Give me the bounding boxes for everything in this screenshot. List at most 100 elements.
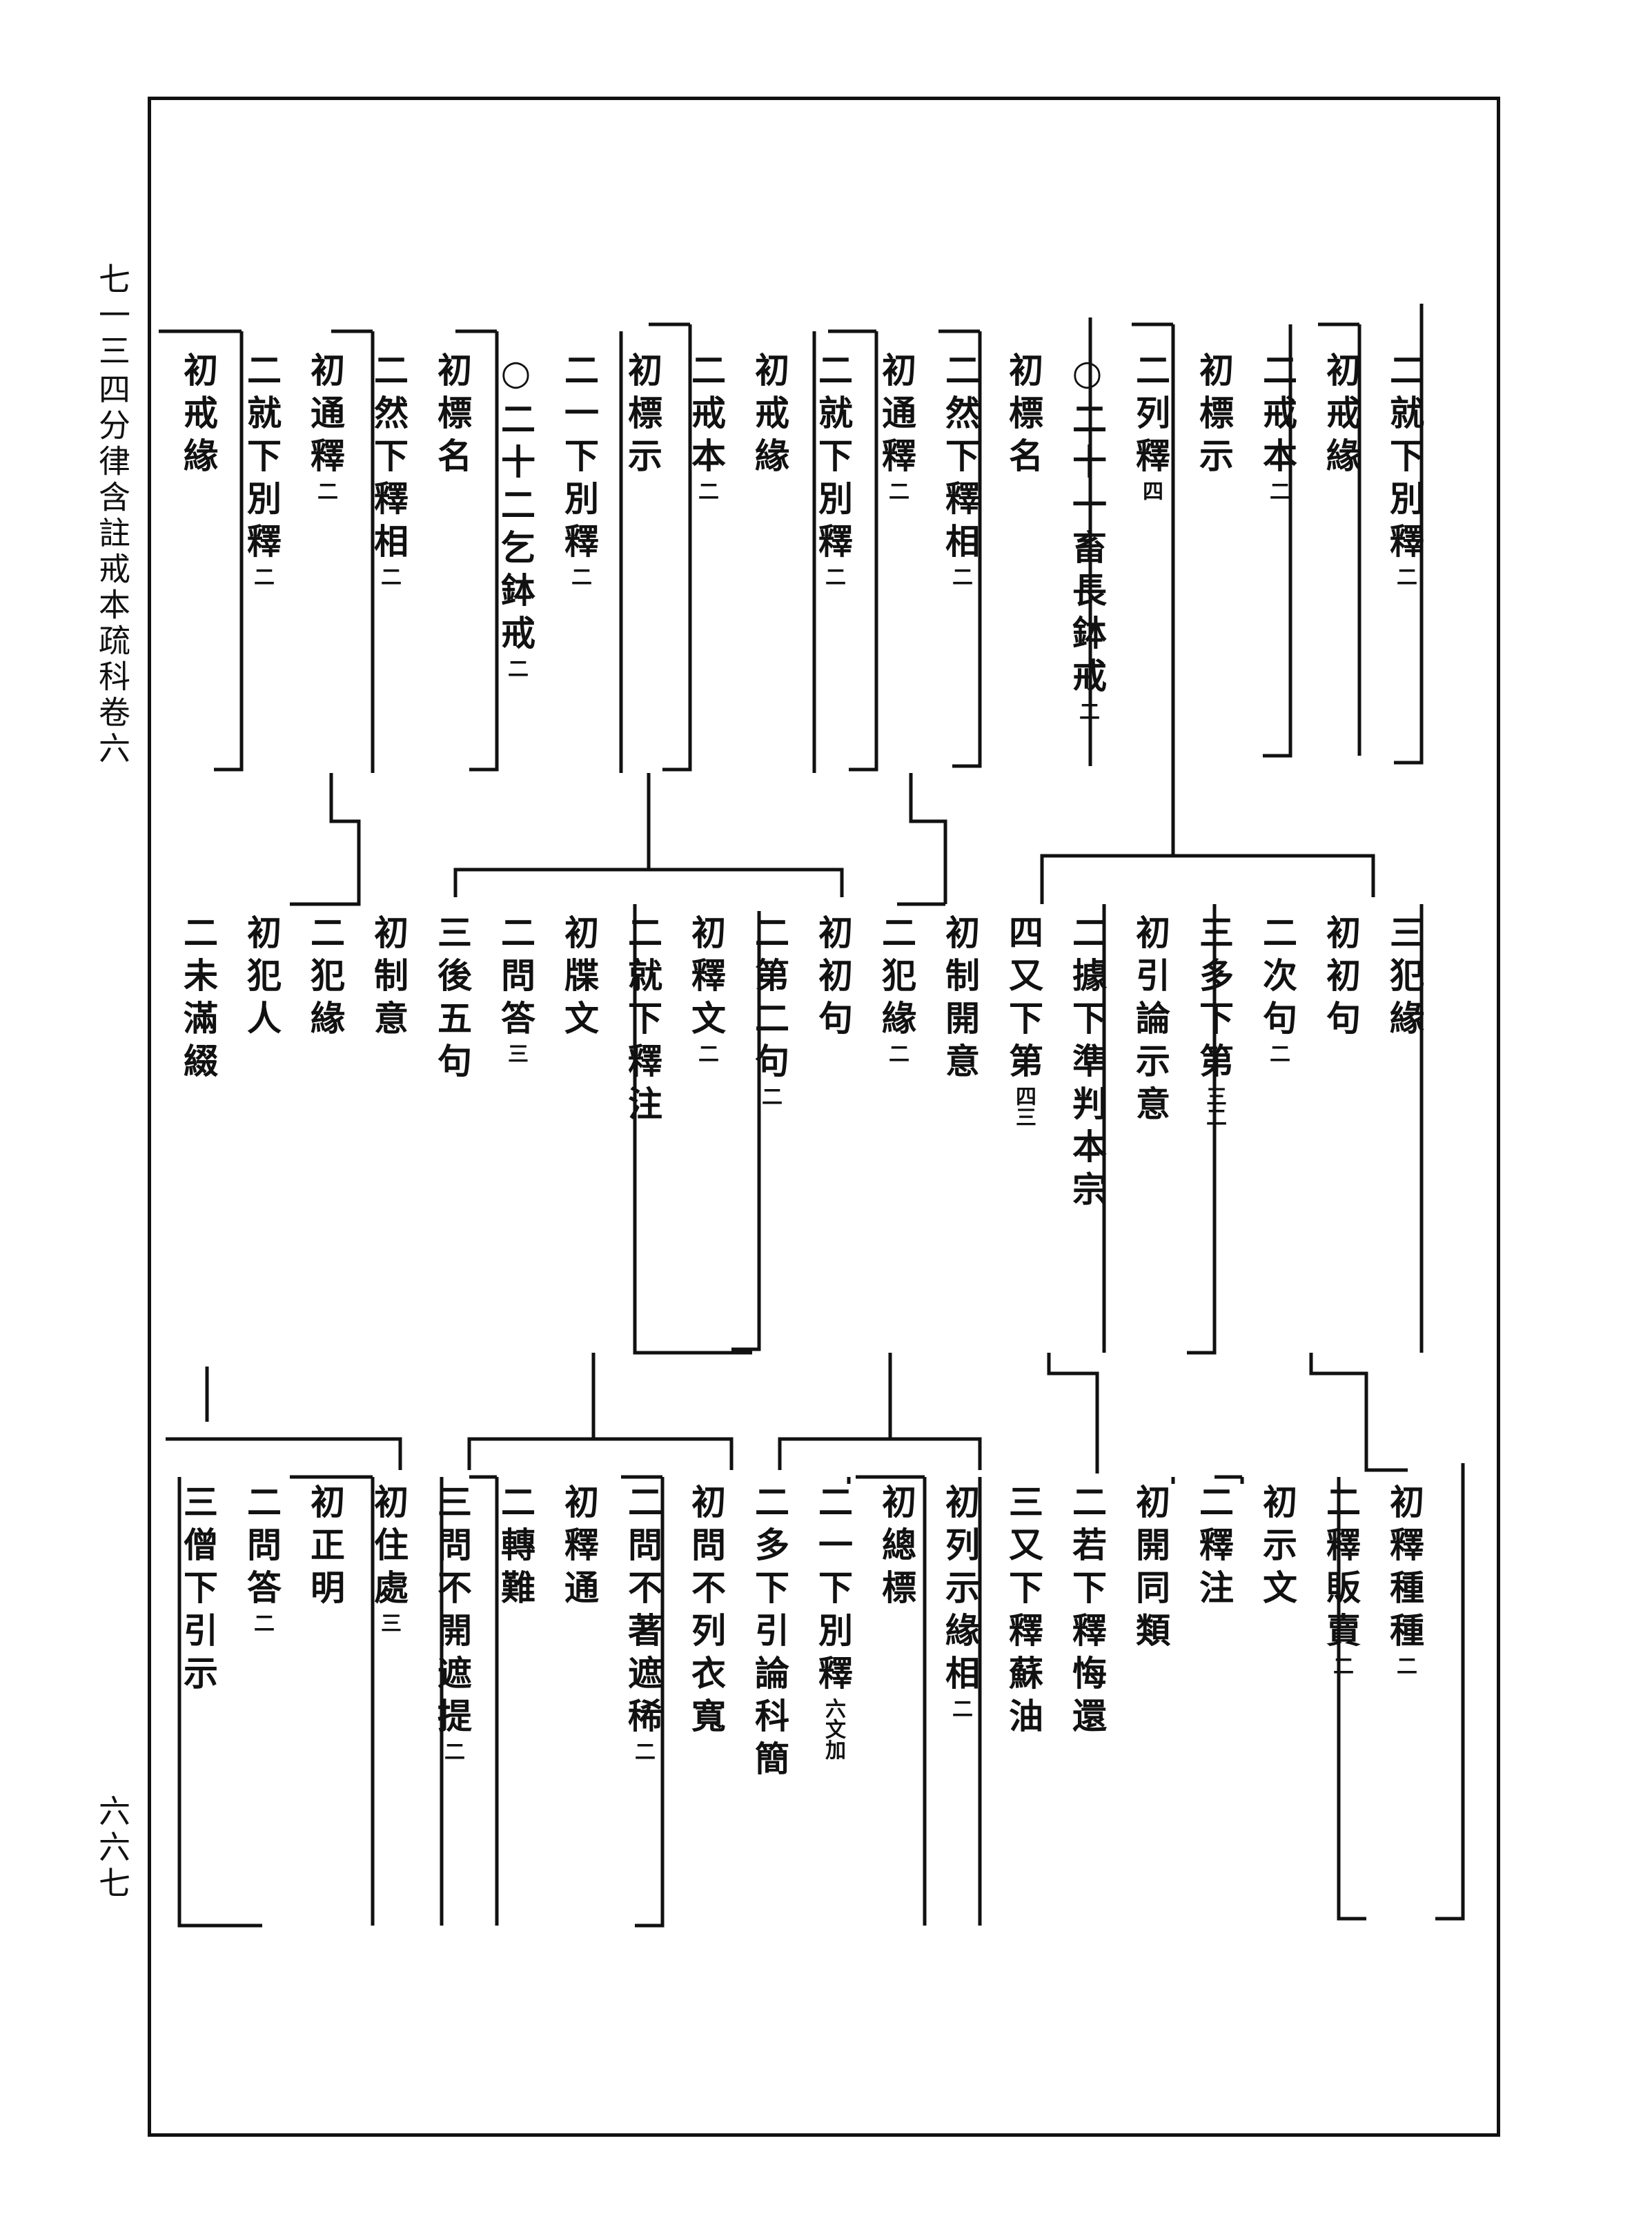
entry-text: 三後五句 bbox=[432, 914, 473, 1086]
outline-entry: 二戒本二 bbox=[1253, 352, 1298, 501]
outline-entry: 初戒緣 bbox=[745, 352, 790, 480]
entry-count: 二 bbox=[821, 566, 845, 587]
entry-text: 初犯人 bbox=[242, 914, 282, 1043]
entry-count: 二 bbox=[250, 1612, 274, 1633]
outline-entry: 二然下釋相二 bbox=[936, 352, 981, 587]
entry-text: 二列釋 bbox=[1130, 352, 1171, 480]
outline-entry: 二一下別釋二 bbox=[555, 352, 600, 587]
outline-entry: 初釋文二 bbox=[682, 914, 727, 1064]
entry-count: 三 bbox=[377, 1612, 401, 1633]
outline-entry: 初列示緣相二 bbox=[936, 1484, 981, 1719]
outline-entry: 初問不列衣寬 bbox=[682, 1484, 727, 1741]
outline-entry: 初標名 bbox=[428, 352, 473, 480]
entry-text: 初牒文 bbox=[559, 914, 600, 1043]
entry-text: 二問答 bbox=[495, 914, 536, 1043]
outline-entry: ○二十一畜長鉢戒二 bbox=[1063, 352, 1108, 721]
entry-count: 二 bbox=[440, 1741, 464, 1761]
entry-text: 初列示緣相 bbox=[940, 1484, 981, 1698]
entry-text: 二一下別釋 bbox=[813, 1484, 854, 1698]
outline-entry: 初標名 bbox=[999, 352, 1044, 480]
entry-text: 三問不開遮提 bbox=[432, 1484, 473, 1741]
outline-entry: 三僧下引示 bbox=[174, 1484, 219, 1698]
outline-entry: 三後五句 bbox=[428, 914, 473, 1086]
entry-text: 二多下引論科簡 bbox=[749, 1484, 790, 1783]
entry-text: 二戒本 bbox=[686, 352, 727, 480]
entry-text: 初標示 bbox=[622, 352, 663, 480]
outline-entry: 初制意 bbox=[364, 914, 409, 1043]
outline-entry: 初犯人 bbox=[237, 914, 282, 1043]
outline-entry: 初戒緣 bbox=[174, 352, 219, 480]
entry-count: 二 bbox=[1329, 1655, 1353, 1676]
entry-text: 二釋注 bbox=[1194, 1484, 1235, 1612]
entry-text: 初釋種種 bbox=[1384, 1484, 1425, 1655]
entry-text: 初戒緣 bbox=[749, 352, 790, 480]
outline-entry: 三問不開遮提二 bbox=[428, 1484, 473, 1761]
entry-count: 二 bbox=[758, 1086, 782, 1106]
outline-entry: 初開同類 bbox=[1126, 1484, 1171, 1655]
entry-text: 三多下第 bbox=[1194, 914, 1235, 1086]
outline-entry: 初制開意 bbox=[936, 914, 981, 1086]
outline-entry: 二轉難 bbox=[491, 1484, 536, 1612]
entry-count: 六文加 bbox=[821, 1698, 845, 1760]
entry-count: 二 bbox=[1266, 1043, 1290, 1064]
entry-text: 二若下釋悔還 bbox=[1067, 1484, 1108, 1741]
outline-entry: 初初句 bbox=[1317, 914, 1361, 1043]
outline-entry: 二就下別釋二 bbox=[809, 352, 854, 587]
outline-entry: 初正明 bbox=[301, 1484, 346, 1612]
outline-entry: 四又下第四三 bbox=[999, 914, 1044, 1127]
entry-text: 初釋文 bbox=[686, 914, 727, 1043]
entry-text: 二就下釋注 bbox=[622, 914, 663, 1128]
outline-entry: 初戒緣 bbox=[1317, 352, 1361, 480]
entry-text: 初戒緣 bbox=[178, 352, 219, 480]
entry-text: 初住處 bbox=[368, 1484, 409, 1612]
entry-count: 二 bbox=[948, 566, 972, 587]
entry-text: ○二十一畜長鉢戒 bbox=[1067, 352, 1108, 701]
entry-text: 二然下釋相 bbox=[940, 352, 981, 566]
outline-entry: 二戒本二 bbox=[682, 352, 727, 501]
entry-text: 初釋通 bbox=[559, 1484, 600, 1612]
outline-entry: 初通釋二 bbox=[872, 352, 917, 501]
outline-entry: 二一下別釋六文加 bbox=[809, 1484, 854, 1760]
entry-count: 二 bbox=[250, 566, 274, 587]
entry-text: 二第二句 bbox=[749, 914, 790, 1086]
outline-entry: 初釋通 bbox=[555, 1484, 600, 1612]
outline-entry: 二第二句二 bbox=[745, 914, 790, 1106]
entry-text: 二然下釋相 bbox=[368, 352, 409, 566]
entry-count: 四 bbox=[1139, 480, 1163, 501]
entry-text: 二犯緣 bbox=[876, 914, 917, 1043]
outline-entry: 二犯緣二 bbox=[872, 914, 917, 1064]
entry-text: 二一下別釋 bbox=[559, 352, 600, 566]
outline-entry: 三多下第三二 bbox=[1190, 914, 1235, 1127]
outline-entry: 初初句 bbox=[809, 914, 854, 1043]
outline-entry: ○二十二乞鉢戒二 bbox=[491, 352, 536, 678]
entry-text: 初通釋 bbox=[305, 352, 346, 480]
entry-count: 二 bbox=[948, 1698, 972, 1719]
entry-text: 二未滿綴 bbox=[178, 914, 219, 1086]
entry-text: 二戒本 bbox=[1257, 352, 1298, 480]
outline-entry: 二問不著遮稀二 bbox=[618, 1484, 663, 1761]
entry-text: 初引論示意 bbox=[1130, 914, 1171, 1128]
outline-entry: 二若下釋悔還 bbox=[1063, 1484, 1108, 1741]
entry-text: 初制開意 bbox=[940, 914, 981, 1086]
outline-entry: 初牒文 bbox=[555, 914, 600, 1043]
outline-entry: 二未滿綴 bbox=[174, 914, 219, 1086]
entry-count: 二 bbox=[1075, 701, 1099, 721]
outline-entry: 初住處三 bbox=[364, 1484, 409, 1633]
entry-text: 初總標 bbox=[876, 1484, 917, 1612]
entry-count: 二 bbox=[1266, 480, 1290, 501]
entry-count: 二 bbox=[1393, 566, 1417, 587]
outline-entry: 初通釋二 bbox=[301, 352, 346, 501]
outline-entry: 二多下引論科簡 bbox=[745, 1484, 790, 1783]
entry-text: 初制意 bbox=[368, 914, 409, 1043]
outline-entry: 初標示 bbox=[618, 352, 663, 480]
entry-text: 初正明 bbox=[305, 1484, 346, 1612]
entry-text: 二釋販賣 bbox=[1321, 1484, 1361, 1655]
entry-text: 二犯緣 bbox=[305, 914, 346, 1043]
outline-entry: 二問答三 bbox=[491, 914, 536, 1064]
entry-count: 二 bbox=[694, 1043, 718, 1064]
entry-count: 二 bbox=[313, 480, 337, 501]
entry-text: 初示文 bbox=[1257, 1484, 1298, 1612]
outline-entry: 初標示 bbox=[1190, 352, 1235, 480]
entry-text: 初初句 bbox=[1321, 914, 1361, 1043]
